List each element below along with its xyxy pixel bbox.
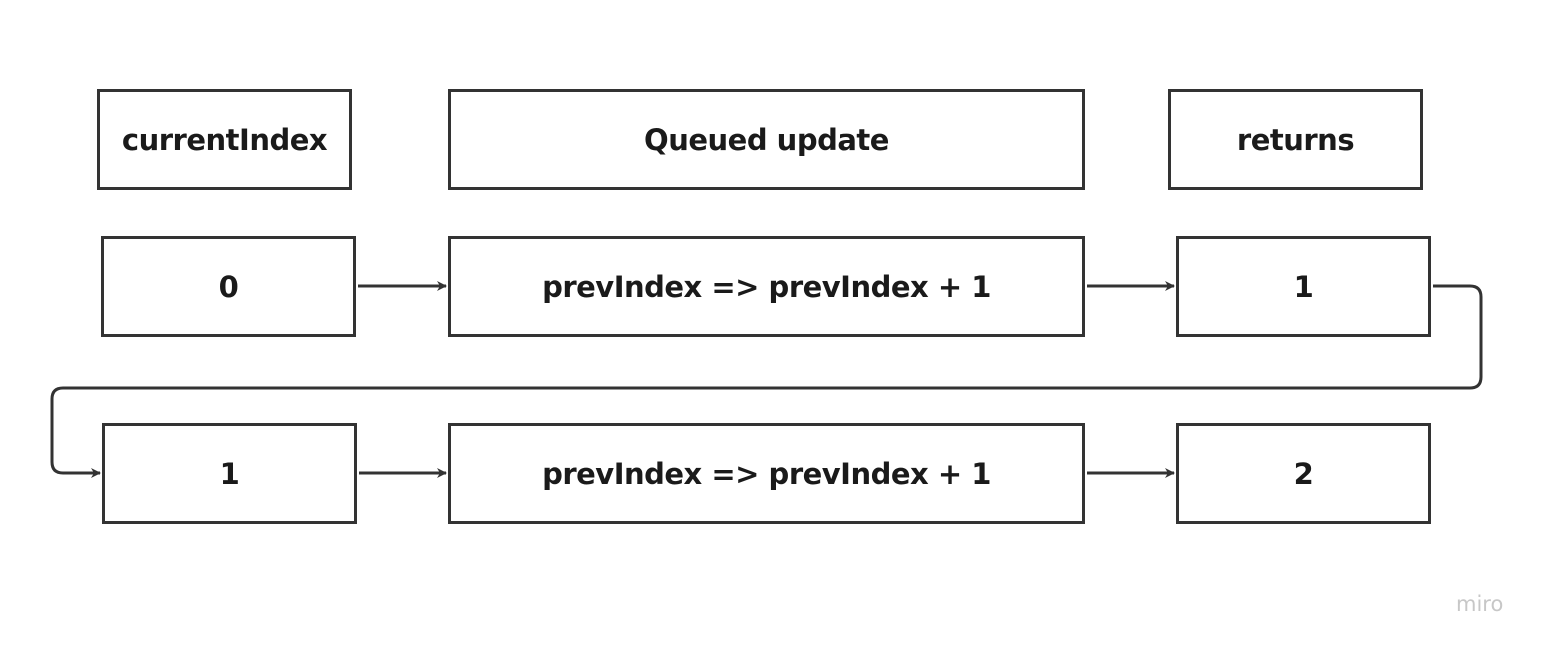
row2-current-index-value: 1	[219, 456, 240, 491]
header-queued-update: Queued update	[448, 89, 1085, 190]
header-current-index-label: currentIndex	[121, 122, 328, 157]
arrow-loop-returns-to-next-current	[50, 284, 1483, 478]
header-returns-label: returns	[1236, 122, 1355, 157]
row1-current-index-value: 0	[218, 269, 239, 304]
header-queued-update-label: Queued update	[644, 122, 889, 157]
row2-current-index-box: 1	[102, 423, 357, 524]
row2-returns-value: 2	[1293, 456, 1314, 491]
row1-queued-update-value: prevIndex => prevIndex + 1	[542, 269, 991, 304]
row1-returns-value: 1	[1293, 269, 1314, 304]
miro-watermark: miro	[1456, 592, 1504, 616]
row2-returns-box: 2	[1176, 423, 1431, 524]
header-returns: returns	[1168, 89, 1423, 190]
header-current-index: currentIndex	[97, 89, 352, 190]
row1-queued-update-box: prevIndex => prevIndex + 1	[448, 236, 1085, 337]
row1-returns-box: 1	[1176, 236, 1431, 337]
row1-current-index-box: 0	[101, 236, 356, 337]
row2-queued-update-box: prevIndex => prevIndex + 1	[448, 423, 1085, 524]
row2-queued-update-value: prevIndex => prevIndex + 1	[542, 456, 991, 491]
